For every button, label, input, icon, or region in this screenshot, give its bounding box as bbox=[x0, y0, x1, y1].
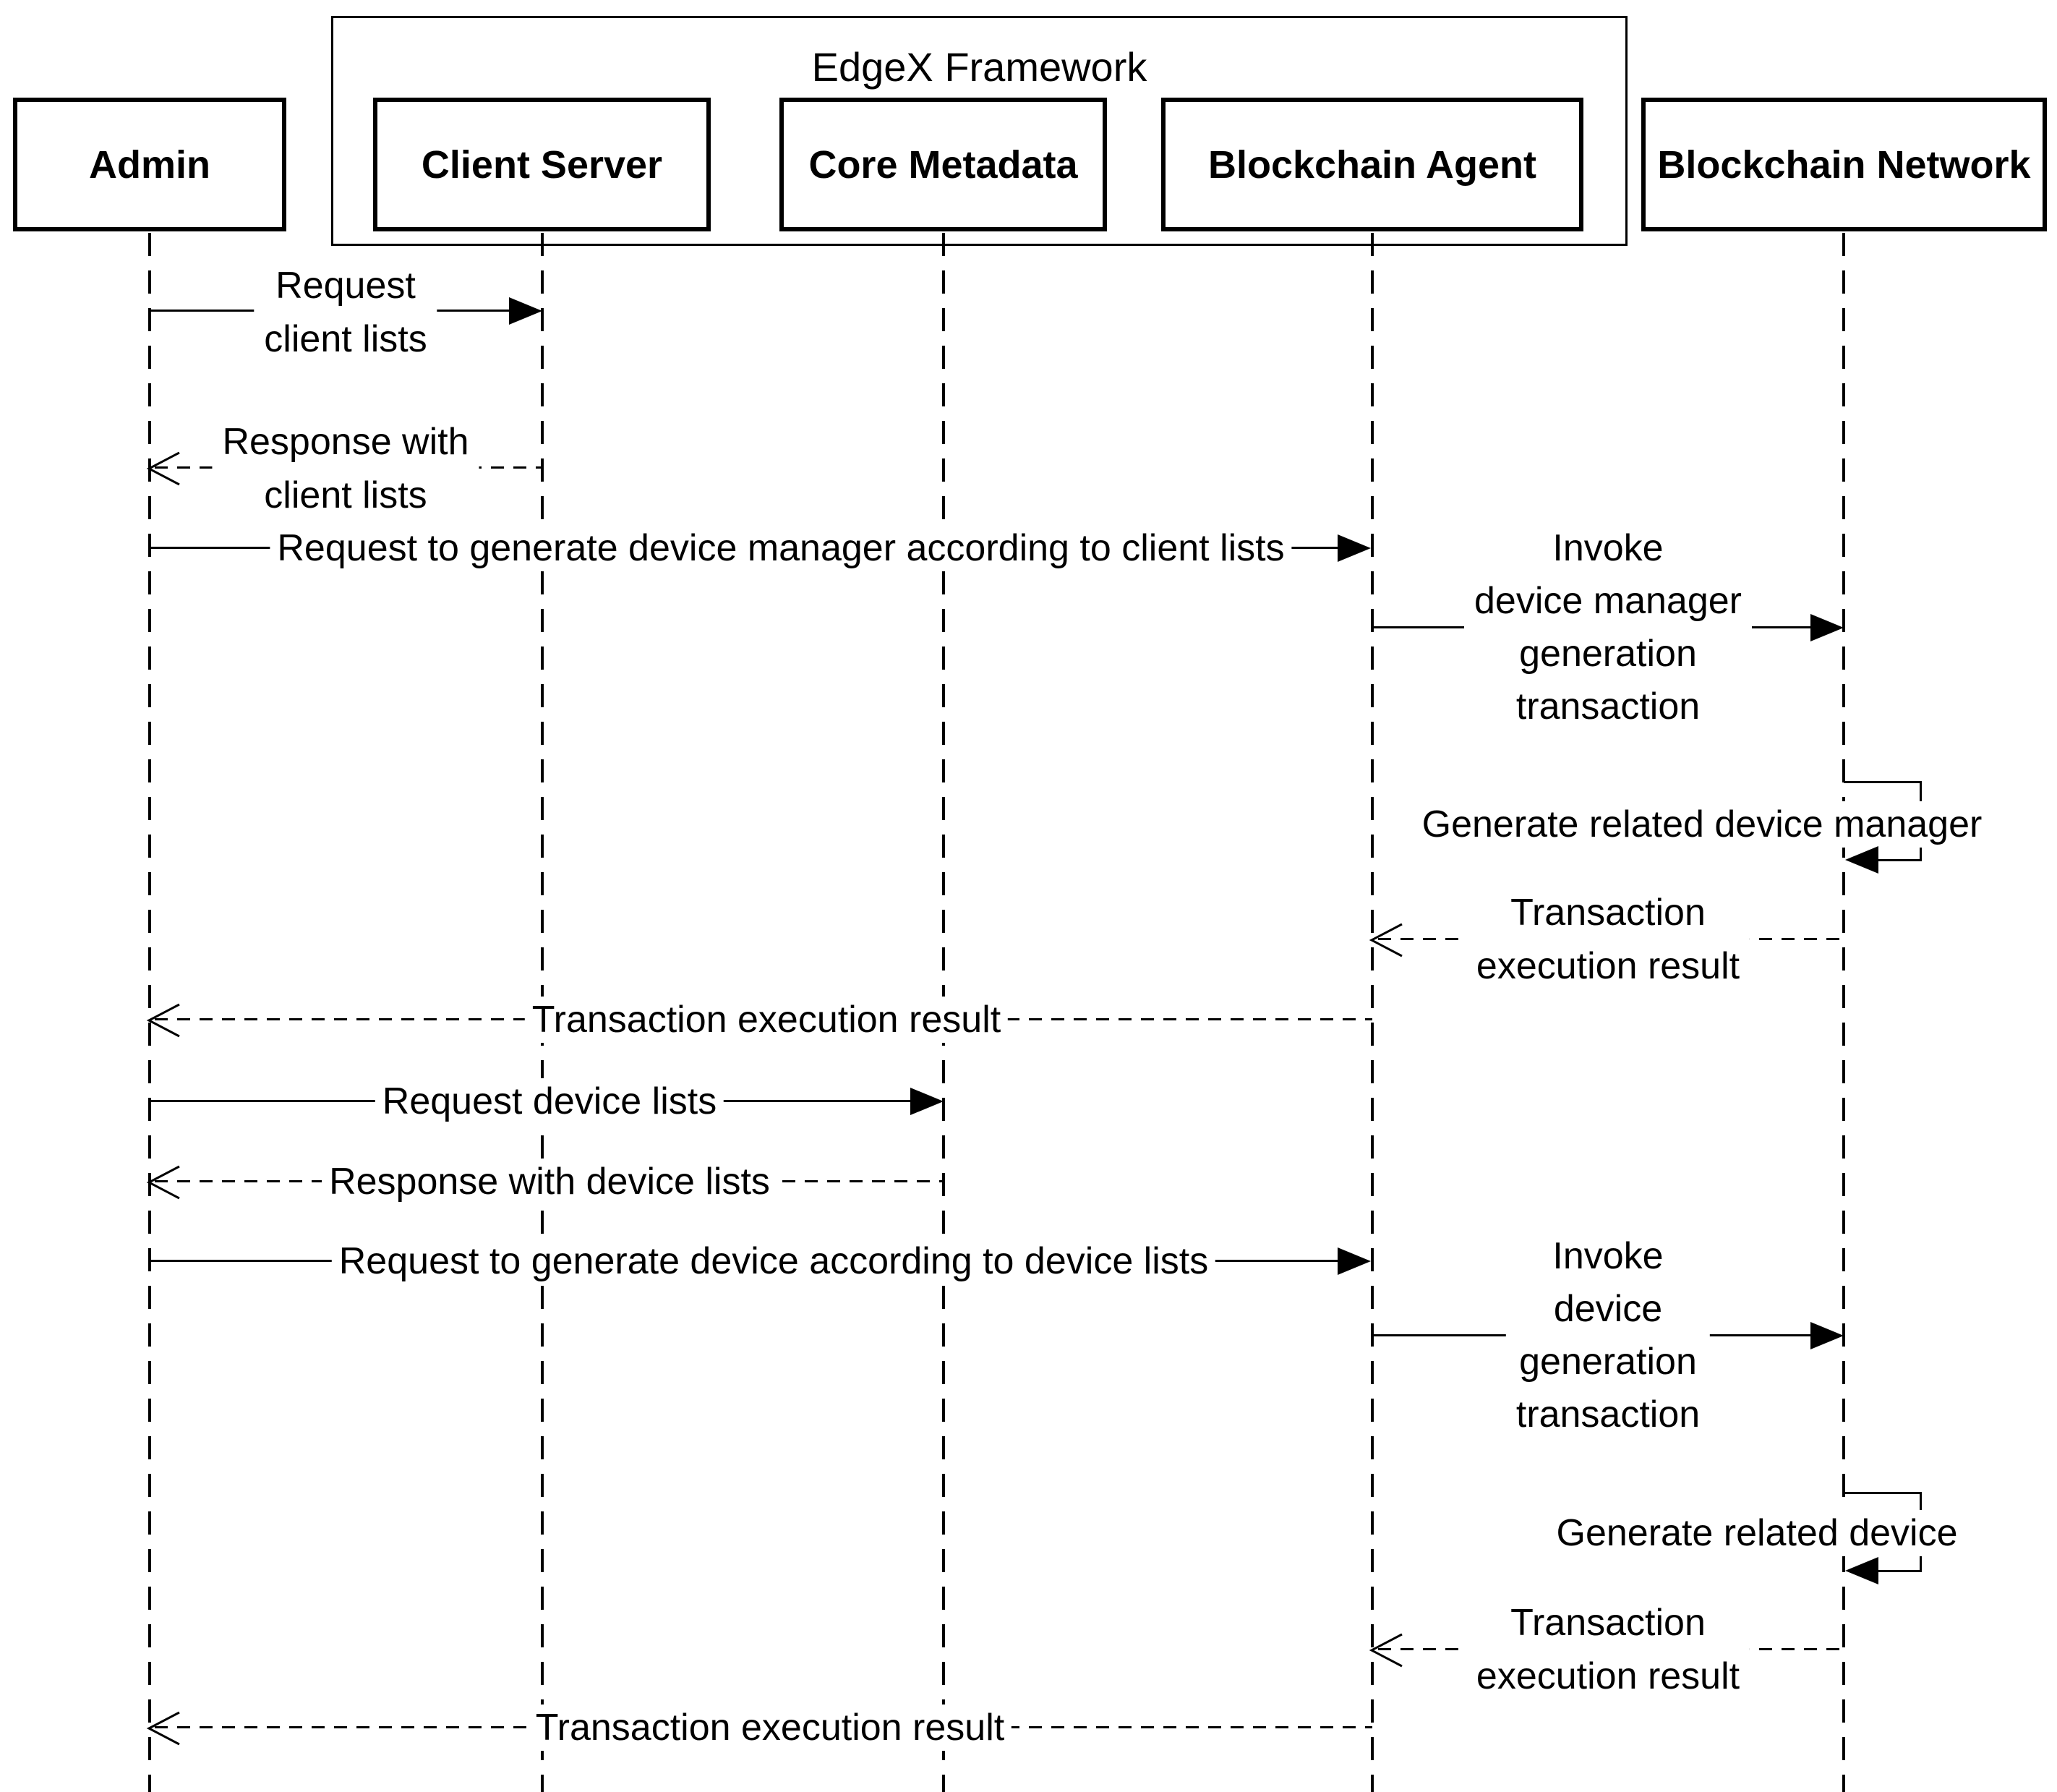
message-label: Transaction execution result bbox=[528, 1704, 1012, 1751]
message-label: Transaction execution result bbox=[1466, 1593, 1750, 1706]
message-label: Generate related device bbox=[1549, 1510, 1965, 1556]
message-label: Invoke device manager generation transac… bbox=[1464, 519, 1752, 736]
participant-box-admin: Admin bbox=[13, 98, 286, 231]
lifeline-blockchain-network bbox=[1842, 233, 1845, 1792]
open-arrowhead-icon bbox=[146, 451, 180, 486]
message-label: Request to generate device manager accor… bbox=[270, 525, 1292, 571]
open-arrowhead-icon bbox=[146, 1711, 180, 1746]
participant-box-client-server: Client Server bbox=[373, 98, 711, 231]
self-loop-bottom-line bbox=[1878, 1570, 1922, 1572]
filled-arrowhead-icon bbox=[1338, 534, 1371, 562]
frame-title: EdgeX Framework bbox=[811, 44, 1147, 90]
message-label: Request device lists bbox=[375, 1078, 724, 1125]
lifeline-blockchain-agent bbox=[1371, 233, 1374, 1792]
message-label: Request to generate device according to … bbox=[331, 1238, 1216, 1284]
edgex-framework-frame bbox=[331, 16, 1628, 246]
open-arrowhead-icon bbox=[1369, 1633, 1403, 1668]
message-label: Generate related device manager bbox=[1414, 801, 1990, 848]
participant-box-blockchain-network: Blockchain Network bbox=[1641, 98, 2047, 231]
lifeline-admin bbox=[148, 233, 151, 1792]
open-arrowhead-icon bbox=[146, 1003, 180, 1038]
open-arrowhead-icon bbox=[1369, 923, 1403, 957]
filled-arrowhead-icon bbox=[1810, 1322, 1844, 1349]
filled-arrowhead-icon bbox=[509, 297, 542, 325]
message-label: Transaction execution result bbox=[1466, 883, 1750, 996]
participant-box-core-metadata: Core Metadata bbox=[779, 98, 1107, 231]
message-label: Response with client lists bbox=[212, 412, 479, 525]
self-loop-top-line bbox=[1844, 781, 1922, 783]
message-label: Request client lists bbox=[254, 256, 437, 369]
filled-arrowhead-icon bbox=[1845, 846, 1878, 874]
filled-arrowhead-icon bbox=[1338, 1247, 1371, 1275]
open-arrowhead-icon bbox=[146, 1165, 180, 1200]
message-label: Invoke device generation transaction bbox=[1505, 1227, 1711, 1444]
self-loop-top-line bbox=[1844, 1492, 1922, 1494]
message-label: Response with device lists bbox=[322, 1159, 777, 1205]
filled-arrowhead-icon bbox=[1845, 1557, 1878, 1584]
filled-arrowhead-icon bbox=[910, 1088, 944, 1115]
message-label: Transaction execution result bbox=[524, 997, 1009, 1043]
participant-box-blockchain-agent: Blockchain Agent bbox=[1161, 98, 1583, 231]
self-loop-bottom-line bbox=[1878, 859, 1922, 861]
filled-arrowhead-icon bbox=[1810, 614, 1844, 641]
